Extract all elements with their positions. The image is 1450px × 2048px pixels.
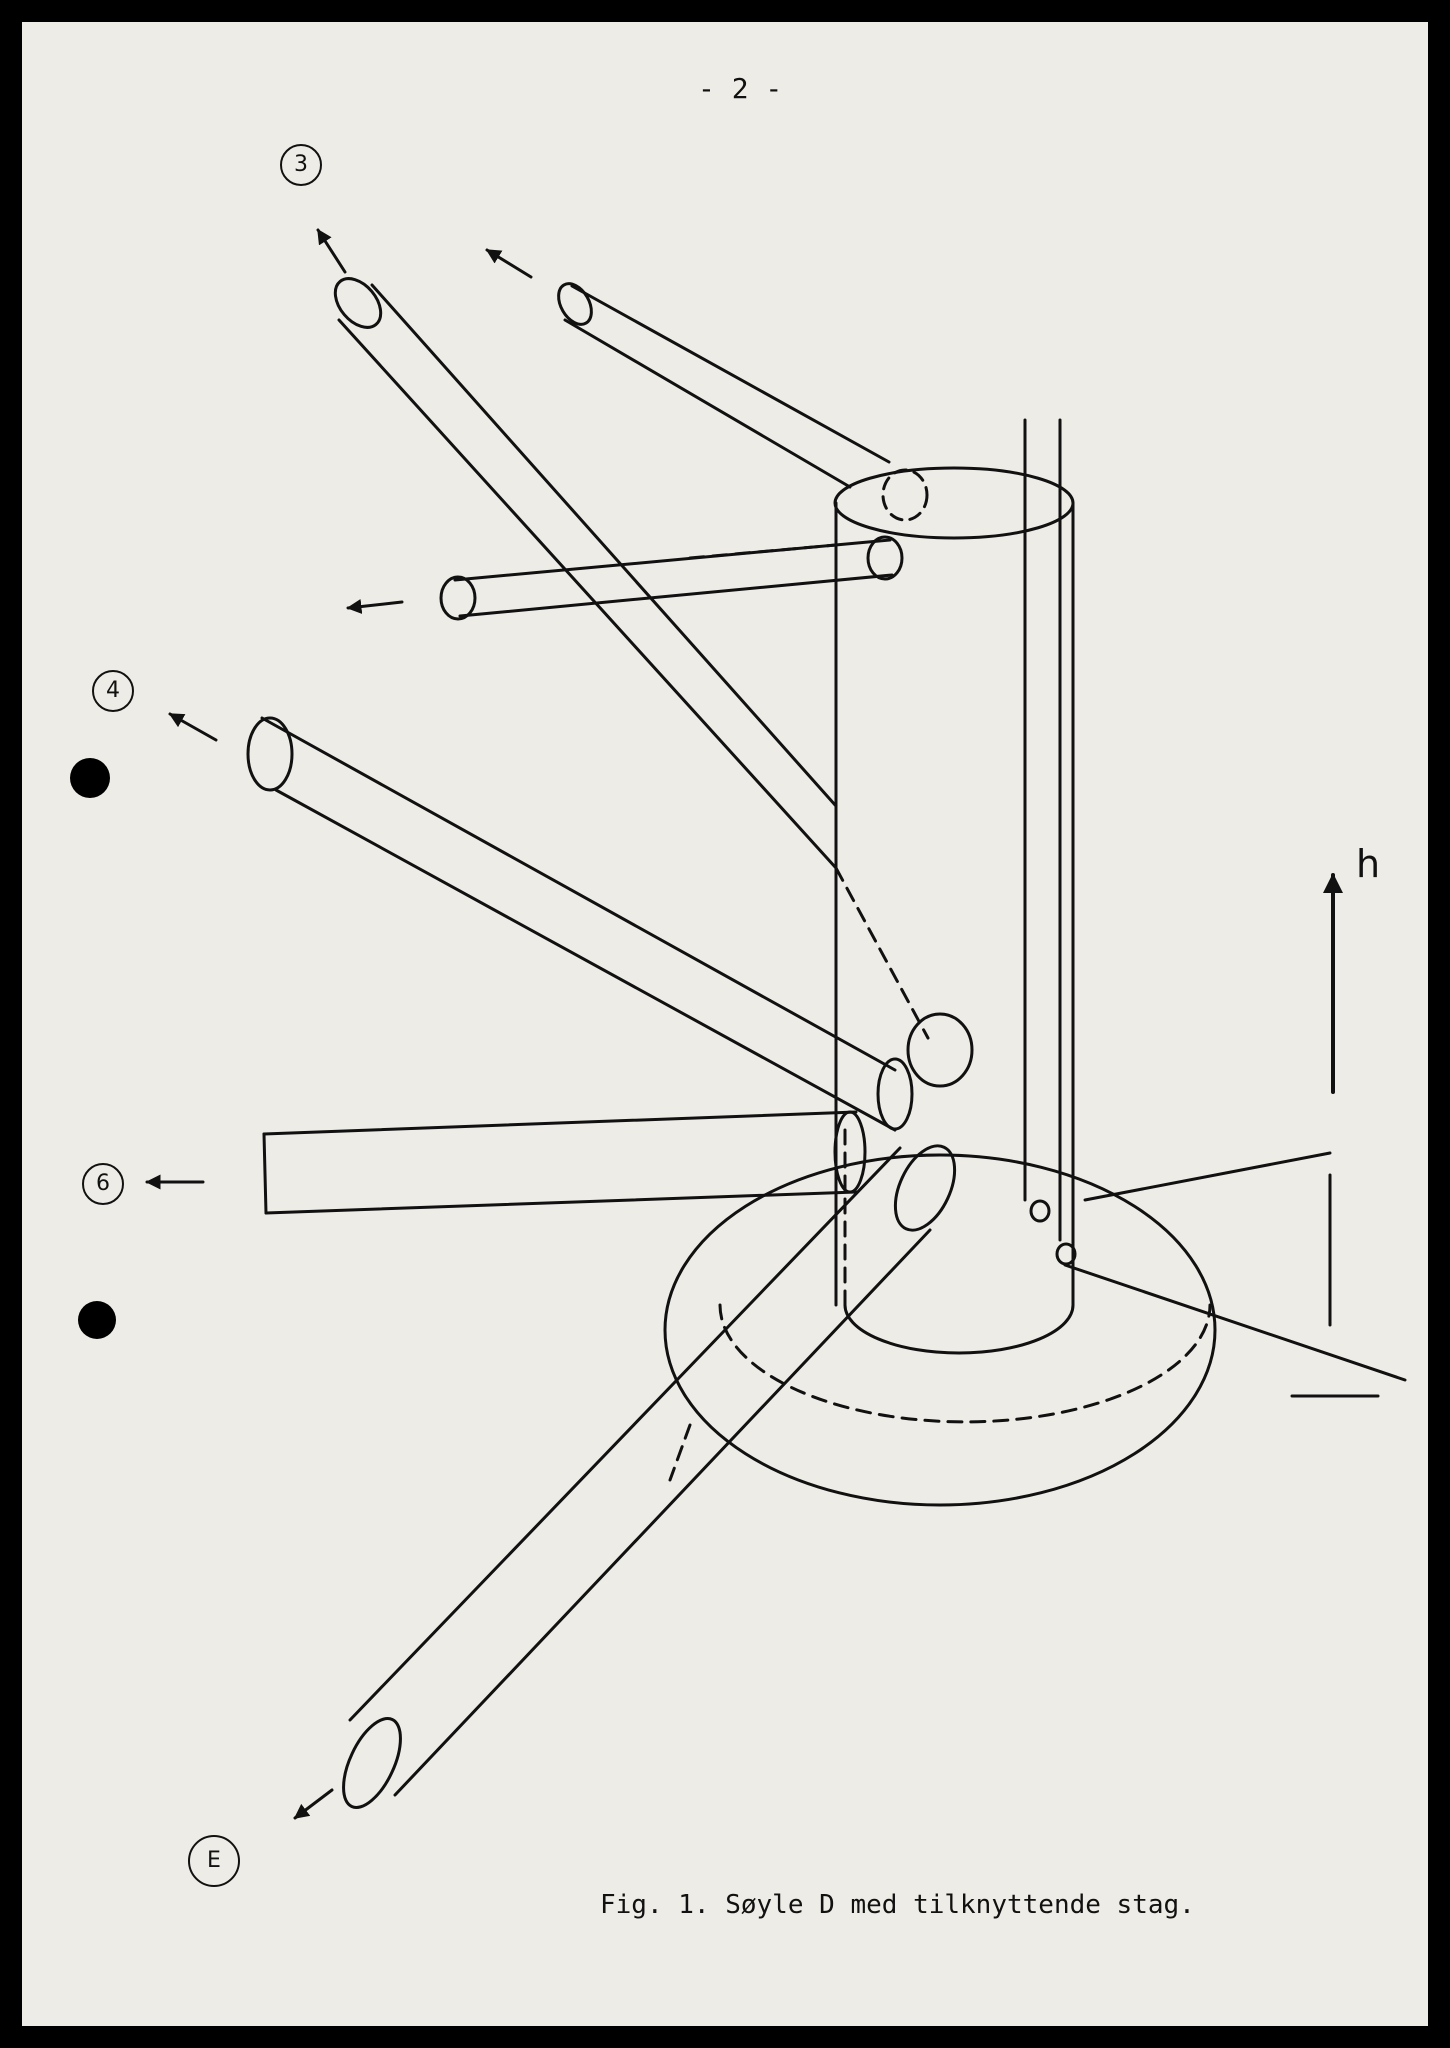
brace-3-rear	[557, 282, 929, 522]
brace-E	[342, 1144, 957, 1809]
brace-label-3: 3	[280, 144, 322, 186]
height-label: h	[1356, 842, 1381, 886]
brace-upper-horizontal	[439, 535, 904, 621]
brace-6	[262, 1110, 867, 1215]
column-cylinder	[833, 418, 1075, 1355]
brace-3-upper	[333, 277, 974, 1088]
page-number: - 2 -	[698, 72, 783, 105]
paper-page	[22, 22, 1428, 2026]
figure-caption: Fig. 1. Søyle D med tilknyttende stag.	[600, 1890, 1195, 1920]
brace-label-E: E	[188, 1835, 240, 1887]
brace-4	[246, 716, 914, 1132]
brace-label-4: 4	[92, 670, 134, 712]
punch-hole-upper	[70, 758, 110, 798]
direction-arrows	[145, 228, 533, 1820]
brace-label-6: 6	[82, 1163, 124, 1205]
reference-lines	[1029, 1151, 1407, 1398]
punch-hole-lower	[78, 1301, 116, 1339]
pontoon	[663, 1153, 1217, 1507]
